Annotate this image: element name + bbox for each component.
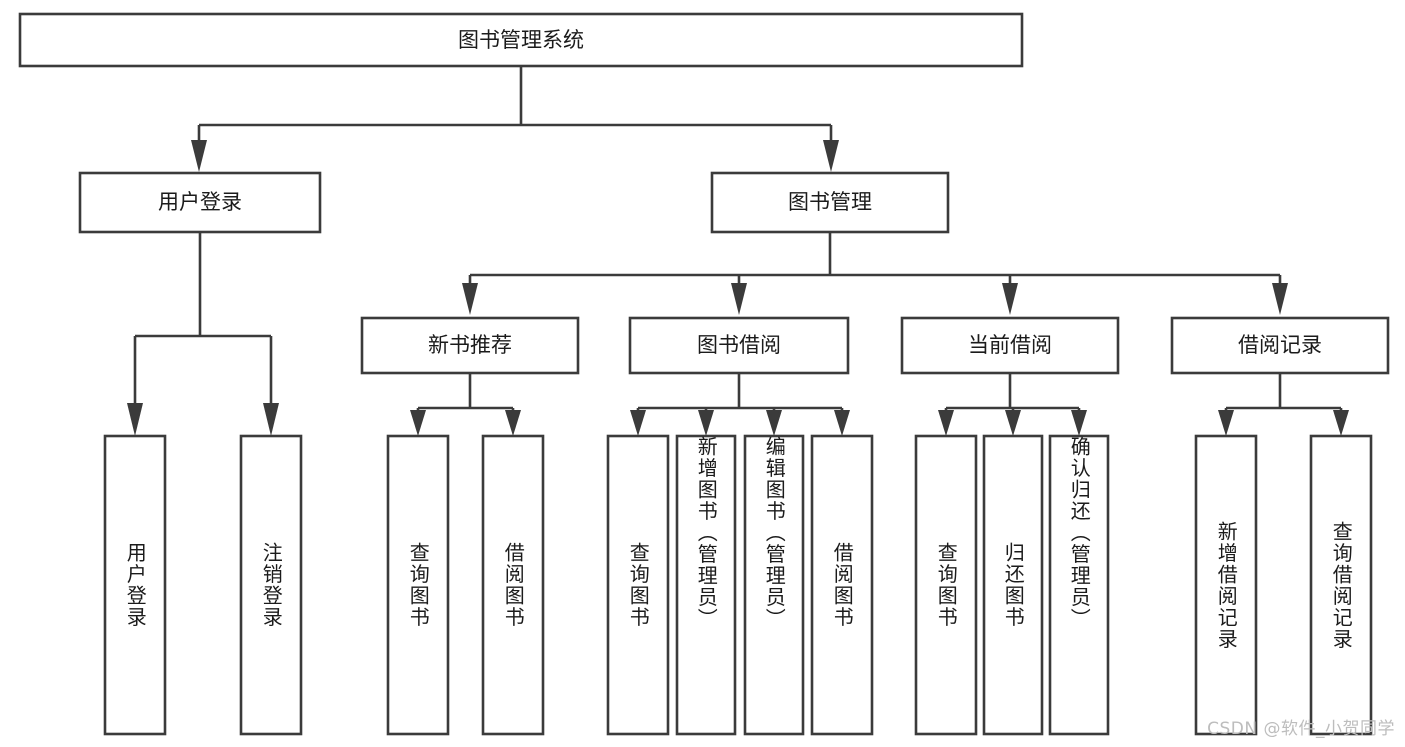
node-book-borrow[interactable]: 图书借阅 — [628, 316, 850, 375]
arrow-head-icon — [823, 140, 839, 172]
leaf-box-user-login-0[interactable] — [103, 434, 167, 736]
arrow-head-icon — [698, 410, 714, 436]
node-new-book-recommend-box — [360, 316, 580, 375]
node-user-login[interactable]: 用户登录 — [78, 171, 322, 234]
node-book-management[interactable]: 图书管理 — [710, 171, 950, 234]
connector-user-login-to-leaves — [127, 232, 279, 436]
node-user-login-box — [78, 171, 322, 234]
arrow-head-icon — [127, 403, 143, 436]
arrow-head-icon — [1333, 410, 1349, 436]
arrow-head-icon — [938, 410, 954, 436]
connector-book-borrow-to-leaves — [630, 373, 850, 436]
leaf-box-current-borrow-0[interactable] — [914, 434, 978, 736]
leaf-box-new-book-0[interactable] — [386, 434, 450, 736]
arrow-head-icon — [1005, 410, 1021, 436]
node-borrow-record-label: 借阅记录 — [1238, 333, 1322, 357]
arrow-head-icon — [731, 283, 747, 315]
arrow-head-icon — [1272, 283, 1288, 315]
watermark-text: CSDN @软件_小贺同学 — [1207, 719, 1395, 739]
arrow-head-icon — [1071, 410, 1087, 436]
leaf-box-book-borrow-0[interactable] — [606, 434, 670, 736]
connector-new-book-recommend-to-leaves — [410, 373, 521, 436]
node-root-box — [18, 12, 1024, 68]
arrow-head-icon — [505, 410, 521, 436]
arrow-head-icon — [1218, 410, 1234, 436]
node-book-management-label: 图书管理 — [788, 190, 872, 214]
arrow-head-icon — [766, 410, 782, 436]
arrow-head-icon — [462, 283, 478, 315]
node-current-borrow-box — [900, 316, 1120, 375]
arrow-head-icon — [410, 410, 426, 436]
leaf-box-new-book-1[interactable] — [481, 434, 545, 736]
node-book-borrow-label: 图书借阅 — [697, 333, 781, 357]
arrow-head-icon — [1002, 283, 1018, 315]
leaf-box-borrow-record-1[interactable] — [1309, 434, 1373, 736]
connector-current-borrow-to-leaves — [938, 373, 1087, 436]
node-borrow-record[interactable]: 借阅记录 — [1170, 316, 1390, 375]
node-root-label: 图书管理系统 — [458, 28, 584, 52]
arrow-head-icon — [834, 410, 850, 436]
node-new-book-recommend[interactable]: 新书推荐 — [360, 316, 580, 375]
node-current-borrow-label: 当前借阅 — [968, 333, 1052, 357]
leaf-box-user-login-1[interactable] — [239, 434, 303, 736]
node-current-borrow[interactable]: 当前借阅 — [900, 316, 1120, 375]
leaf-box-book-borrow-2[interactable] — [743, 434, 805, 736]
leaf-box-current-borrow-2[interactable] — [1048, 434, 1110, 736]
connector-root-to-level1 — [191, 66, 839, 172]
leaf-box-book-borrow-1[interactable] — [675, 434, 737, 736]
arrow-head-icon — [263, 403, 279, 436]
node-user-login-label: 用户登录 — [158, 190, 242, 214]
leaf-box-book-borrow-3[interactable] — [810, 434, 874, 736]
arrow-head-icon — [191, 140, 207, 172]
connector-borrow-record-to-leaves — [1218, 373, 1349, 436]
leaf-box-current-borrow-1[interactable] — [982, 434, 1044, 736]
leaf-box-borrow-record-0[interactable] — [1194, 434, 1258, 736]
node-root[interactable]: 图书管理系统 — [18, 12, 1024, 68]
connector-book-management-to-level2 — [462, 232, 1288, 315]
node-new-book-recommend-label: 新书推荐 — [428, 333, 512, 357]
arrow-head-icon — [630, 410, 646, 436]
